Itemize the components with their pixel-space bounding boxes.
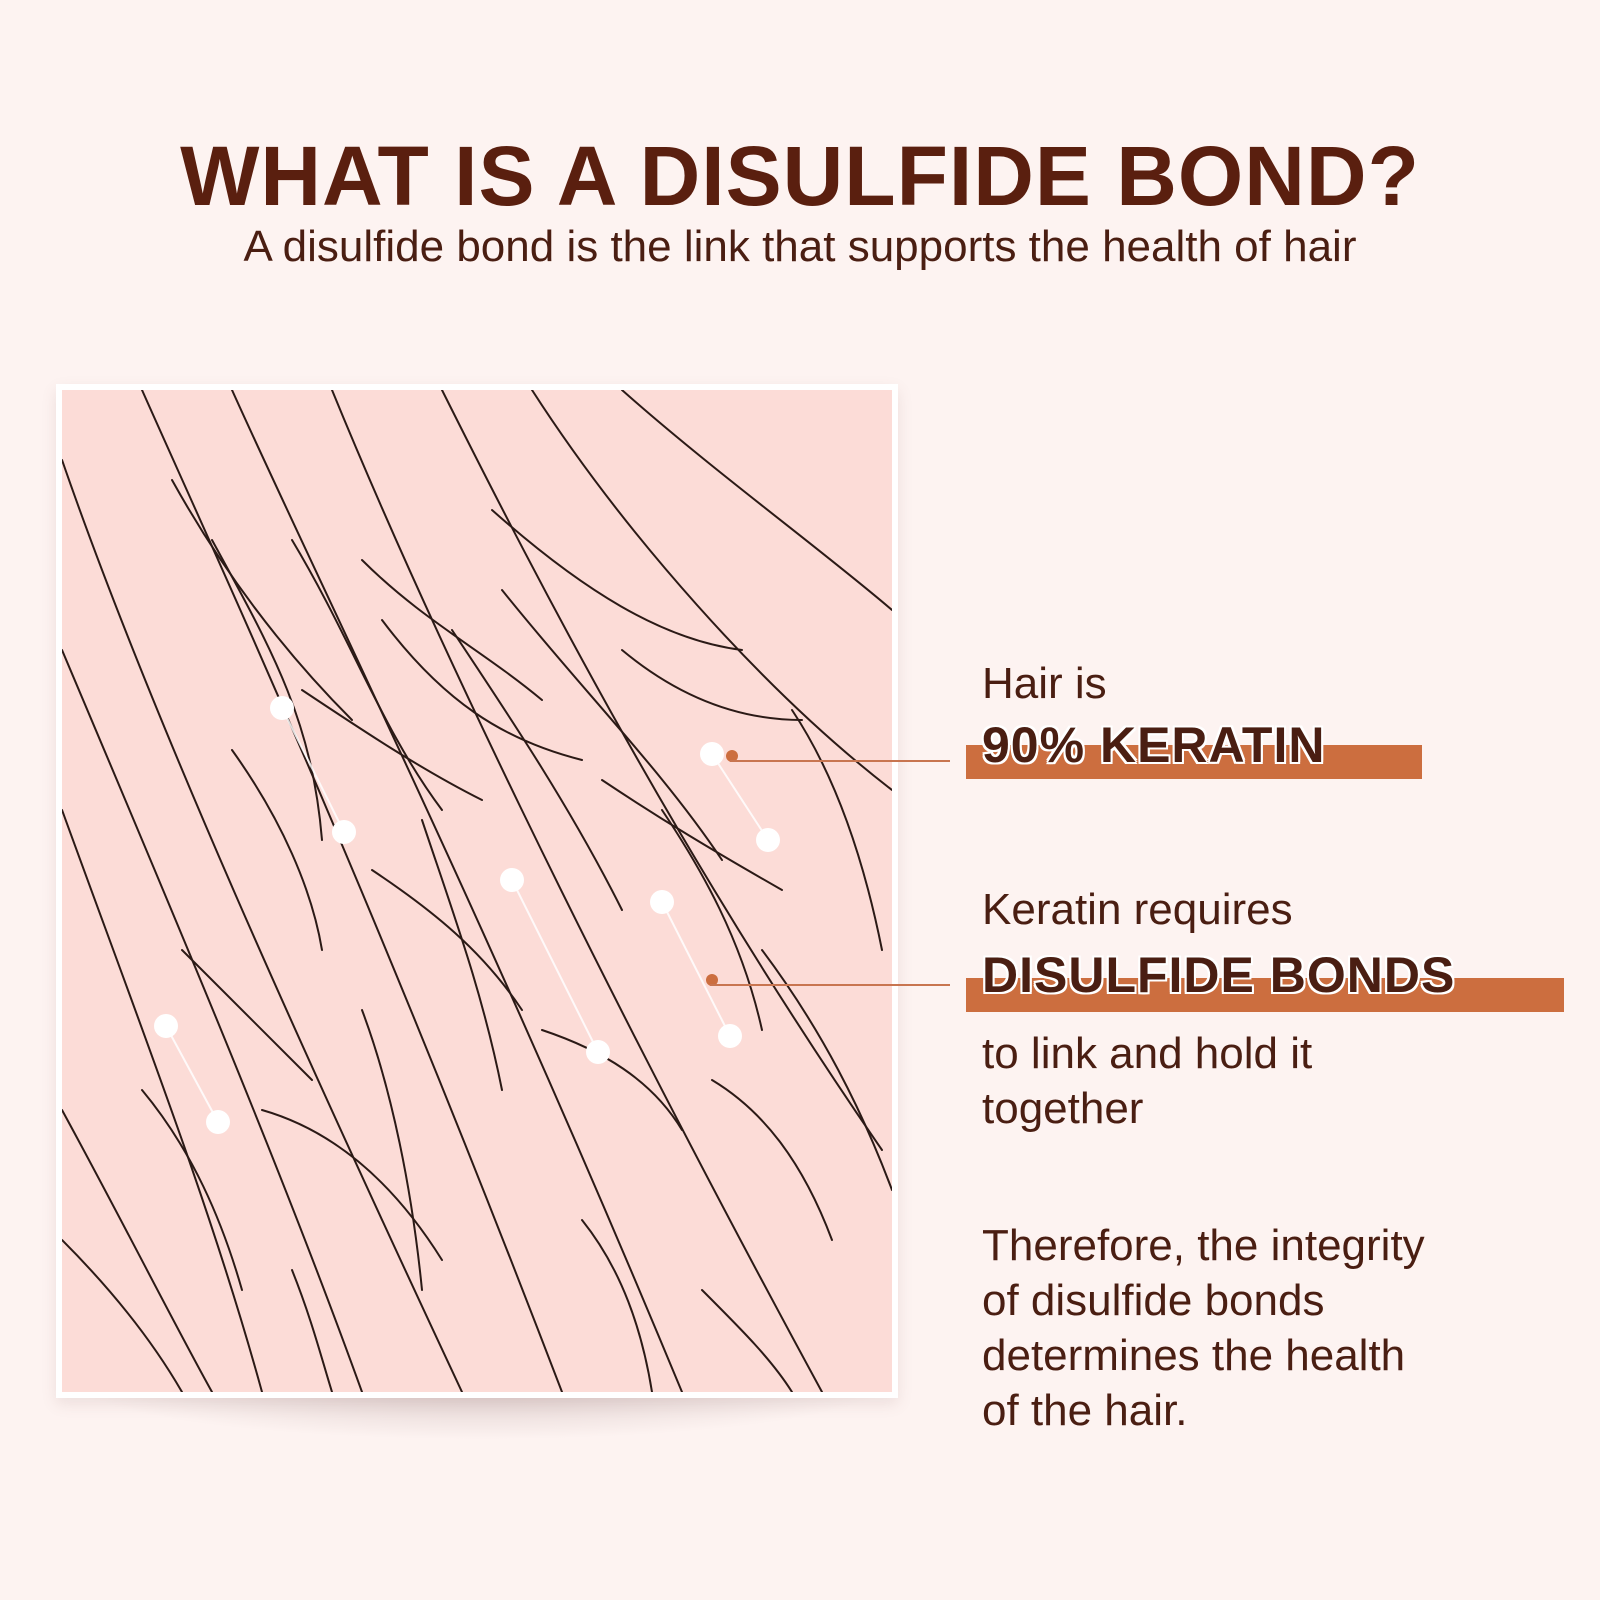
callout-disulfide-tail-line-2: together [982, 1084, 1144, 1133]
callout-keratin-highlight: 90% KERATIN [982, 717, 1326, 773]
disulfide-leader-line [710, 984, 950, 986]
callout-disulfide-tail-line-1: to link and hold it [982, 1029, 1313, 1078]
conclusion-line-3: determines the health [982, 1331, 1406, 1380]
disulfide-highlight-bar [966, 978, 1564, 1012]
conclusion-paragraph: Therefore, the integrity of disulfide bo… [982, 1218, 1425, 1438]
callout-keratin-lead: Hair is [982, 659, 1107, 708]
callout-disulfide-tail: to link and hold it together [982, 1026, 1312, 1136]
callout-disulfide-lead: Keratin requires [982, 885, 1293, 934]
keratin-leader-line [730, 760, 950, 762]
hair-illustration-panel [56, 384, 898, 1398]
page-subtitle: A disulfide bond is the link that suppor… [243, 222, 1357, 271]
hair-strands-illustration [62, 390, 892, 1392]
page-title: WHAT IS A DISULFIDE BOND? [180, 129, 1420, 223]
callout-disulfide-highlight: DISULFIDE BONDS [982, 947, 1456, 1003]
conclusion-line-2: of disulfide bonds [982, 1276, 1325, 1325]
conclusion-line-4: of the hair. [982, 1386, 1188, 1435]
keratin-highlight-bar [966, 745, 1422, 779]
conclusion-line-1: Therefore, the integrity [982, 1221, 1425, 1270]
